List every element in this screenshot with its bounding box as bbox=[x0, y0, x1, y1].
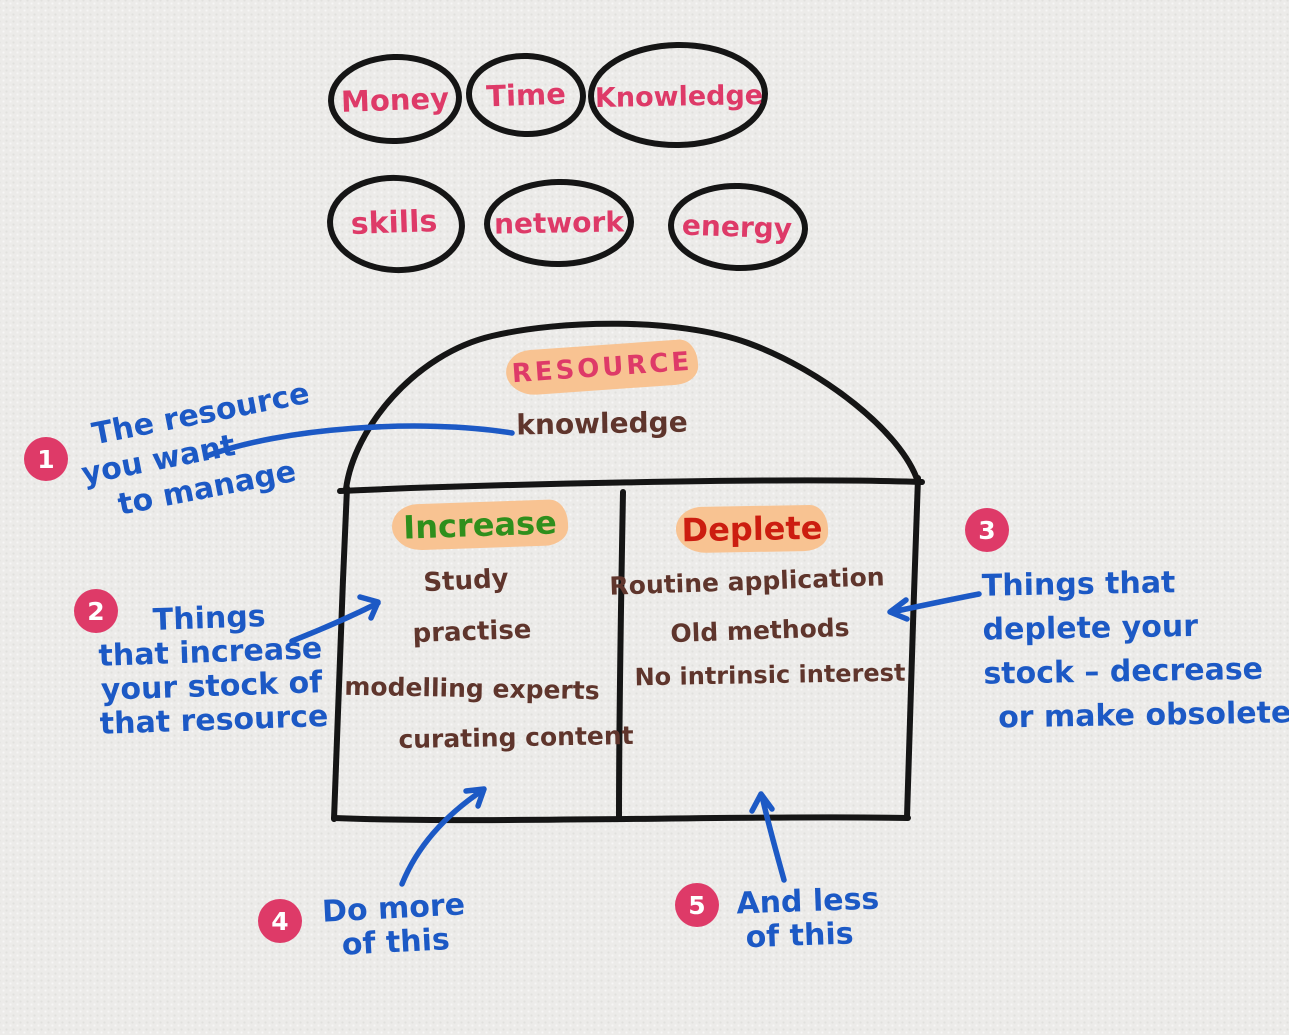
house-left-edge bbox=[331, 485, 350, 822]
arrow-2 bbox=[289, 594, 381, 644]
annotation-3-text: Things that deplete your stock – decreas… bbox=[981, 559, 1289, 740]
arrow-5 bbox=[749, 791, 787, 883]
deplete-column-title: Deplete bbox=[681, 508, 823, 550]
annotation-3-number: 3 bbox=[965, 508, 1009, 552]
bubble-money-label: Money bbox=[340, 81, 450, 119]
increase-item: curating content bbox=[398, 720, 634, 755]
annotation-line: stock – decrease bbox=[983, 651, 1264, 692]
increase-item: modelling experts bbox=[344, 671, 600, 706]
oval-knowledge bbox=[588, 41, 768, 149]
annotation-1-number: 1 bbox=[24, 437, 68, 481]
bubble-network-label: network bbox=[493, 205, 625, 241]
bubble-energy-label: energy bbox=[681, 208, 793, 246]
house-dome bbox=[343, 320, 921, 492]
oval-money bbox=[328, 53, 462, 145]
annotation-line: And less bbox=[735, 881, 880, 922]
annotation-5-number: 5 bbox=[675, 883, 719, 927]
deplete-item: No intrinsic interest bbox=[634, 658, 906, 692]
annotation-line: deplete your bbox=[982, 608, 1199, 648]
oval-network bbox=[484, 178, 634, 268]
house-top-line bbox=[337, 477, 925, 494]
resource-title: RESOURCE bbox=[510, 346, 694, 389]
increase-column-title: Increase bbox=[402, 503, 558, 547]
annotation-line: Things that bbox=[981, 565, 1176, 604]
oval-skills bbox=[327, 174, 465, 274]
increase-item: practise bbox=[412, 614, 532, 650]
resource-value: knowledge bbox=[516, 405, 688, 442]
bubble-skills-label: skills bbox=[350, 204, 438, 242]
column-divider bbox=[616, 489, 626, 822]
oval-energy bbox=[668, 182, 808, 272]
annotation-2-number: 2 bbox=[74, 589, 118, 633]
annotation-line: or make obsolete bbox=[997, 695, 1289, 736]
annotation-4-number: 4 bbox=[258, 899, 302, 943]
annotation-4-text: Do more of this bbox=[321, 887, 467, 963]
annotation-line: of this bbox=[745, 916, 855, 956]
oval-time bbox=[466, 52, 586, 138]
bubble-knowledge-label: Knowledge bbox=[594, 80, 764, 114]
arrow-4 bbox=[399, 786, 487, 887]
annotation-2-text: Things that increase your stock of that … bbox=[96, 598, 329, 742]
deplete-column-highlight: Deplete bbox=[675, 504, 829, 554]
arrow-3 bbox=[887, 591, 982, 622]
annotation-line: of this bbox=[341, 922, 451, 963]
increase-item: Study bbox=[422, 563, 510, 599]
house-right-edge bbox=[904, 475, 921, 820]
pointer-line-1 bbox=[204, 423, 515, 459]
bubble-time-label: Time bbox=[485, 76, 567, 114]
increase-column-highlight: Increase bbox=[391, 498, 569, 552]
annotation-5-text: And less of this bbox=[735, 881, 881, 956]
